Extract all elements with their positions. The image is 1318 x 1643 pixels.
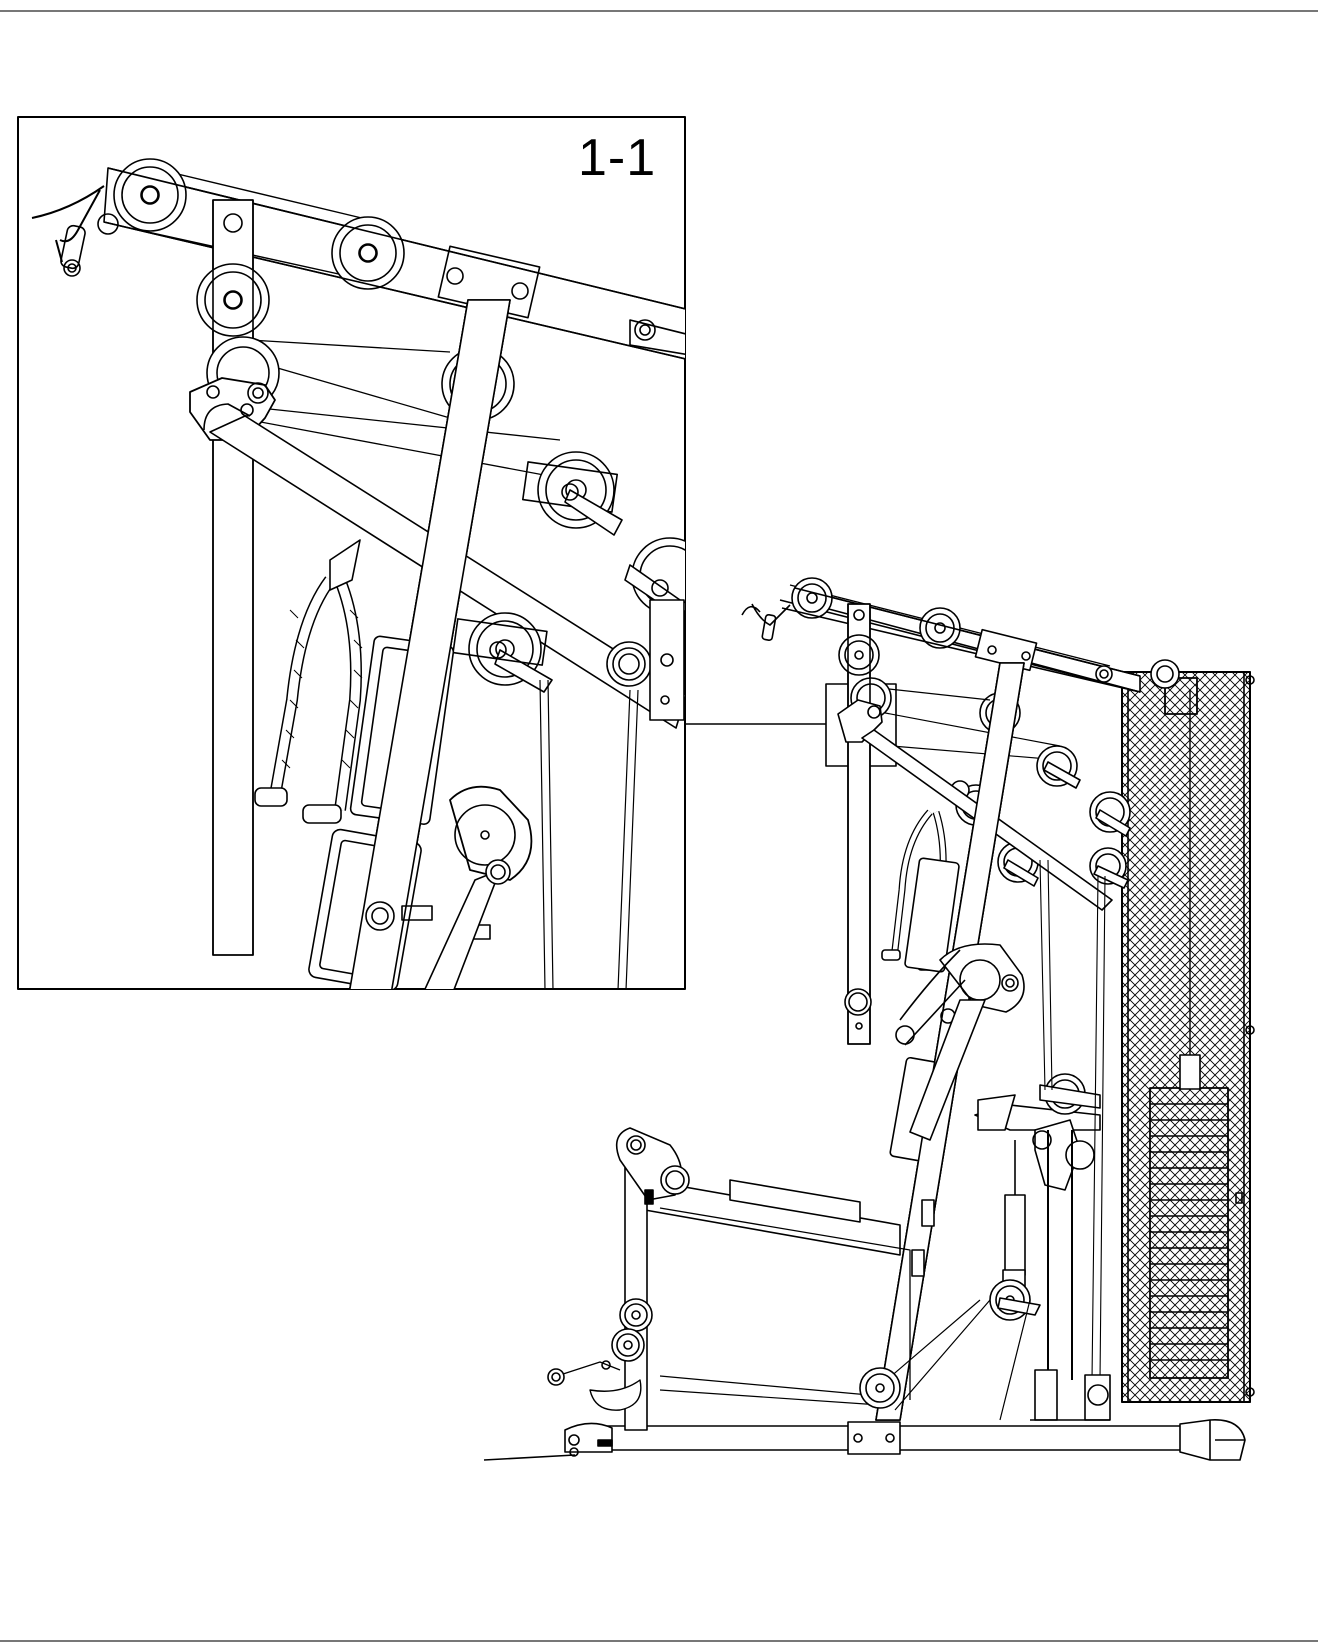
pulley-icon — [196, 263, 270, 337]
weight-stack-guard — [1121, 671, 1255, 1403]
detail-view-label: 1-1 — [578, 129, 657, 187]
base-rail — [604, 1425, 1236, 1451]
rope-handle-icon — [254, 539, 363, 824]
pulley-icon — [331, 216, 405, 290]
weight-plates — [1149, 1054, 1229, 1379]
home-gym-machine — [483, 577, 1255, 1461]
detail-view-drawing — [31, 158, 685, 989]
pulley-icon — [113, 158, 187, 232]
